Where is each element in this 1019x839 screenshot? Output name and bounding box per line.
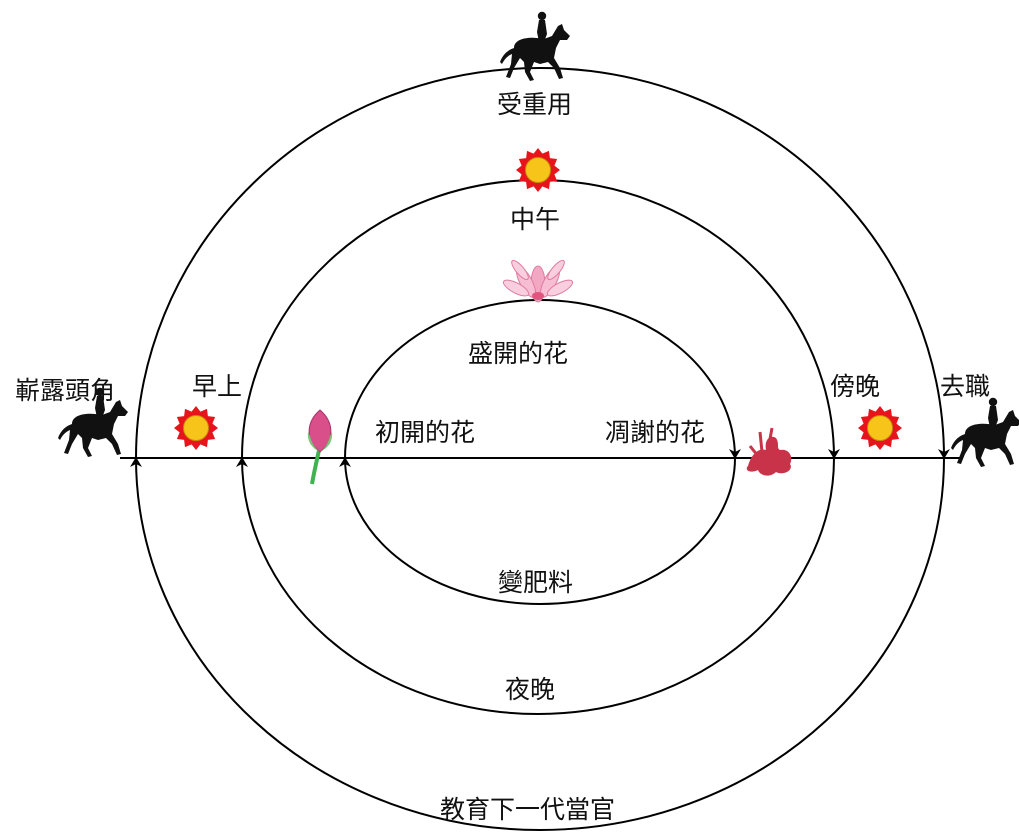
inner-arc-bottom — [339, 457, 736, 605]
horse-rider-icon — [500, 11, 570, 81]
middle-top-label: 中午 — [510, 205, 561, 234]
horse-rider-icon — [951, 397, 1019, 467]
inner-right-label: 凋謝的花 — [605, 418, 706, 447]
middle-bottom-label: 夜晚 — [505, 675, 556, 704]
sun-icon — [173, 405, 219, 451]
inner-top-label: 盛開的花 — [468, 339, 569, 368]
lotus-flower-icon — [502, 259, 574, 303]
outer-left-label: 嶄露頭角 — [15, 376, 116, 405]
sun-icon — [857, 405, 903, 451]
outer-top-label: 受重用 — [497, 90, 573, 119]
lotus-bud-icon — [307, 409, 333, 485]
outer-bottom-label: 教育下一代當官 — [440, 795, 616, 824]
inner-left-label: 初開的花 — [375, 418, 476, 447]
outer-arc-bottom — [130, 457, 945, 831]
wilted-flower-icon — [746, 427, 792, 476]
sun-icon — [515, 147, 561, 193]
outer-right-label: 去職 — [940, 372, 991, 401]
middle-right-label: 傍晚 — [830, 372, 881, 401]
inner-bottom-label: 變肥料 — [498, 568, 574, 597]
outer-arc-top — [135, 67, 950, 459]
middle-left-label: 早上 — [192, 372, 243, 401]
middle-arc-bottom — [236, 457, 835, 715]
